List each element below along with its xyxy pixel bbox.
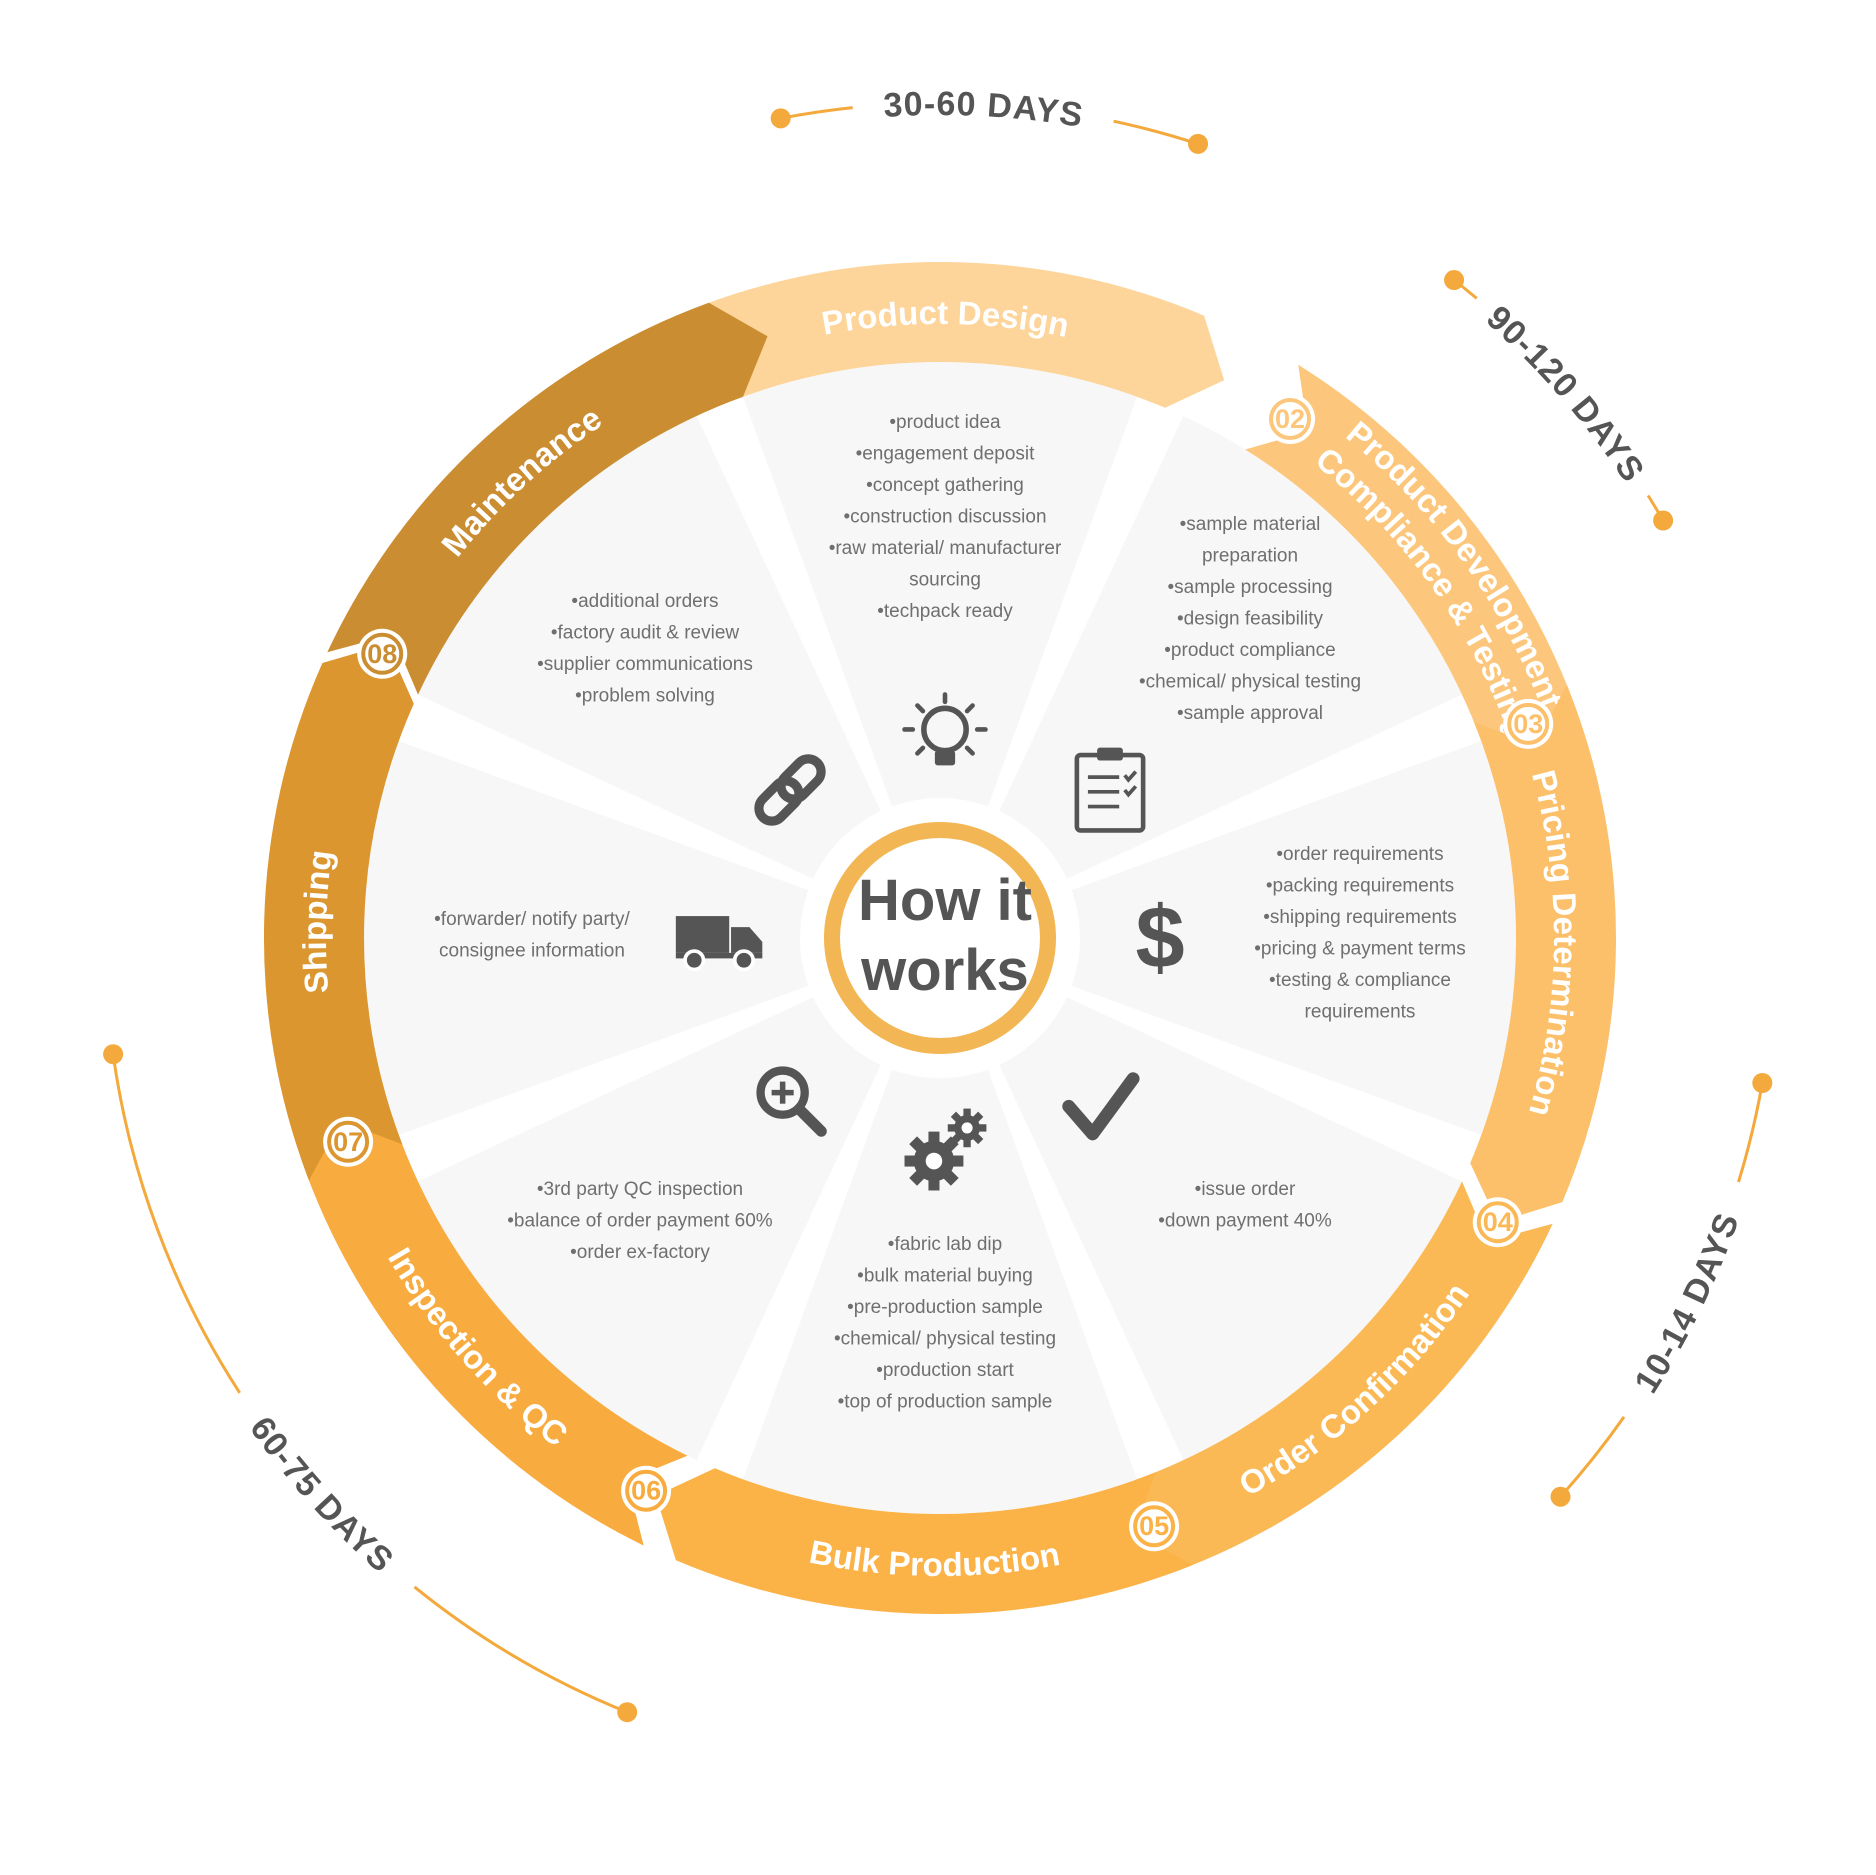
step-number-06: 06 — [621, 1465, 672, 1516]
step-number-04: 04 — [1472, 1197, 1523, 1248]
svg-text:02: 02 — [1275, 404, 1305, 434]
step-number-07: 07 — [323, 1116, 374, 1167]
center-title-line1: How it — [858, 868, 1032, 933]
svg-text:08: 08 — [367, 639, 397, 669]
timeline-label-3: 10-14 DAYS — [1627, 1208, 1747, 1400]
step-items-06: •3rd party QC inspection•balance of orde… — [507, 1179, 773, 1263]
timeline-label-1: 30-60 DAYS — [882, 85, 1086, 135]
step-items-07: •forwarder/ notify party/consignee infor… — [434, 909, 630, 962]
step-items-03: •order requirements•packing requirements… — [1254, 844, 1466, 1023]
sector-01 — [743, 361, 1137, 818]
sector-08 — [418, 416, 886, 884]
step-number-02: 02 — [1265, 394, 1316, 445]
svg-text:06: 06 — [631, 1476, 661, 1506]
step-number-08: 08 — [357, 628, 408, 679]
svg-text:07: 07 — [333, 1127, 363, 1157]
sector-07 — [363, 741, 820, 1135]
svg-text:03: 03 — [1513, 709, 1543, 739]
timeline-label-2: 90-120 DAYS — [1479, 299, 1652, 490]
timeline-1: 30-60 DAYS — [770, 85, 1209, 154]
step-items-08: •additional orders•factory audit & revie… — [537, 591, 753, 707]
timeline-label-4: 60-75 DAYS — [242, 1410, 401, 1580]
step-number-05: 05 — [1129, 1501, 1180, 1552]
center-title-line2: works — [860, 938, 1029, 1003]
step-items-04: •issue order•down payment 40% — [1158, 1179, 1332, 1232]
sector-02 — [994, 416, 1462, 884]
dollar-icon — [1135, 892, 1185, 984]
step-band-07: Shipping — [263, 644, 414, 1181]
svg-text:04: 04 — [1483, 1207, 1513, 1237]
sector-05 — [743, 1058, 1137, 1515]
step-band-03: Pricing Determination — [1470, 684, 1617, 1223]
svg-text:05: 05 — [1139, 1511, 1169, 1541]
step-band-05: Bulk Production — [655, 1468, 1194, 1615]
step-items-01: •product idea•engagement deposit•concept… — [829, 412, 1062, 622]
step-number-03: 03 — [1503, 698, 1554, 749]
step-items-05: •fabric lab dip•bulk material buying•pre… — [834, 1234, 1056, 1413]
sector-03 — [1060, 741, 1517, 1135]
step-title-07: Shipping — [296, 848, 339, 995]
step-band-01: Product Design — [686, 261, 1225, 408]
